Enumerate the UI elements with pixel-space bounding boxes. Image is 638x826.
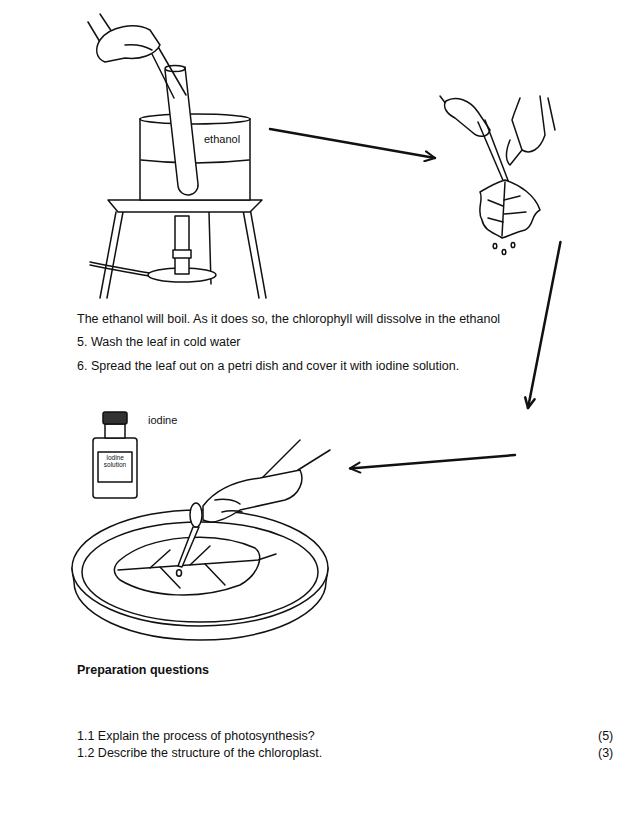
drops <box>493 242 515 254</box>
heating-setup <box>88 14 266 298</box>
worksheet-text: 6. Spread the leaf out on a petri dish a… <box>76 359 460 374</box>
hand <box>203 470 302 522</box>
leaf-forceps <box>440 96 555 255</box>
bunsen-burner <box>90 216 216 282</box>
dropper <box>178 527 199 567</box>
hand <box>88 14 160 62</box>
right-hand <box>512 96 545 152</box>
hand <box>125 45 152 50</box>
illustration-box <box>435 92 563 242</box>
leaf <box>114 537 276 595</box>
leaf <box>480 180 540 238</box>
tripod <box>108 200 262 212</box>
worksheet-text: 1.2 Describe the structure of the chloro… <box>76 746 323 761</box>
petri-dish <box>82 522 318 622</box>
forceps <box>478 120 509 185</box>
left-hand <box>440 96 490 136</box>
tripod <box>107 212 123 298</box>
hand <box>203 440 330 522</box>
leaf <box>502 182 505 236</box>
petri-dish <box>72 510 328 640</box>
worksheet-text: (5) <box>597 729 614 744</box>
left-hand <box>445 98 490 136</box>
right-hand <box>507 96 555 165</box>
illustration-box: iodineIodine solution <box>70 406 350 646</box>
hand <box>88 22 100 42</box>
dropper <box>177 570 182 576</box>
iodine-test <box>72 412 330 640</box>
hand <box>100 14 112 32</box>
right-hand <box>507 140 522 165</box>
hand <box>97 26 160 62</box>
worksheet-text: 5. Wash the leaf in cold water <box>76 335 242 350</box>
leaf <box>488 196 526 222</box>
hand <box>298 450 330 470</box>
forceps <box>478 122 505 185</box>
bunsen-burner <box>175 216 189 274</box>
worksheet-text: 1.1 Explain the process of photosynthesi… <box>76 729 316 744</box>
tripod <box>250 208 266 298</box>
petri-dish <box>72 510 328 626</box>
part-label: iodine <box>148 414 177 427</box>
beaker <box>140 114 250 124</box>
dropper <box>177 503 203 576</box>
tripod <box>100 200 266 298</box>
dropper <box>190 503 202 527</box>
section-heading: Preparation questions <box>76 663 210 678</box>
drops <box>502 249 506 254</box>
leaf <box>118 554 276 570</box>
test-tube <box>165 66 185 72</box>
tripod <box>243 210 259 298</box>
part-label: ethanol <box>204 133 240 146</box>
bunsen-burner <box>90 265 150 276</box>
flow-arrow <box>270 129 435 158</box>
iodine-bottle <box>93 412 137 498</box>
leaf <box>480 180 540 238</box>
forceps <box>485 120 509 183</box>
right-hand <box>548 98 555 130</box>
drops <box>511 242 515 247</box>
iodine-bottle <box>98 452 132 482</box>
flow-arrow <box>350 242 560 468</box>
worksheet-text: The ethanol will boil. As it does so, th… <box>76 312 501 327</box>
test-tube <box>165 66 198 196</box>
tripod <box>100 212 116 298</box>
illustration-box: ethanol <box>80 40 270 302</box>
arrowhead <box>525 397 534 408</box>
drops <box>493 243 497 248</box>
hand <box>215 499 242 512</box>
iodine-bottle <box>103 412 127 424</box>
illustrations <box>72 14 555 640</box>
bunsen-burner <box>173 250 191 258</box>
iodine-bottle <box>105 424 125 438</box>
worksheet-text: (3) <box>597 746 614 761</box>
iodine-bottle <box>93 438 137 498</box>
bottle-label: Iodine solution <box>98 454 132 469</box>
